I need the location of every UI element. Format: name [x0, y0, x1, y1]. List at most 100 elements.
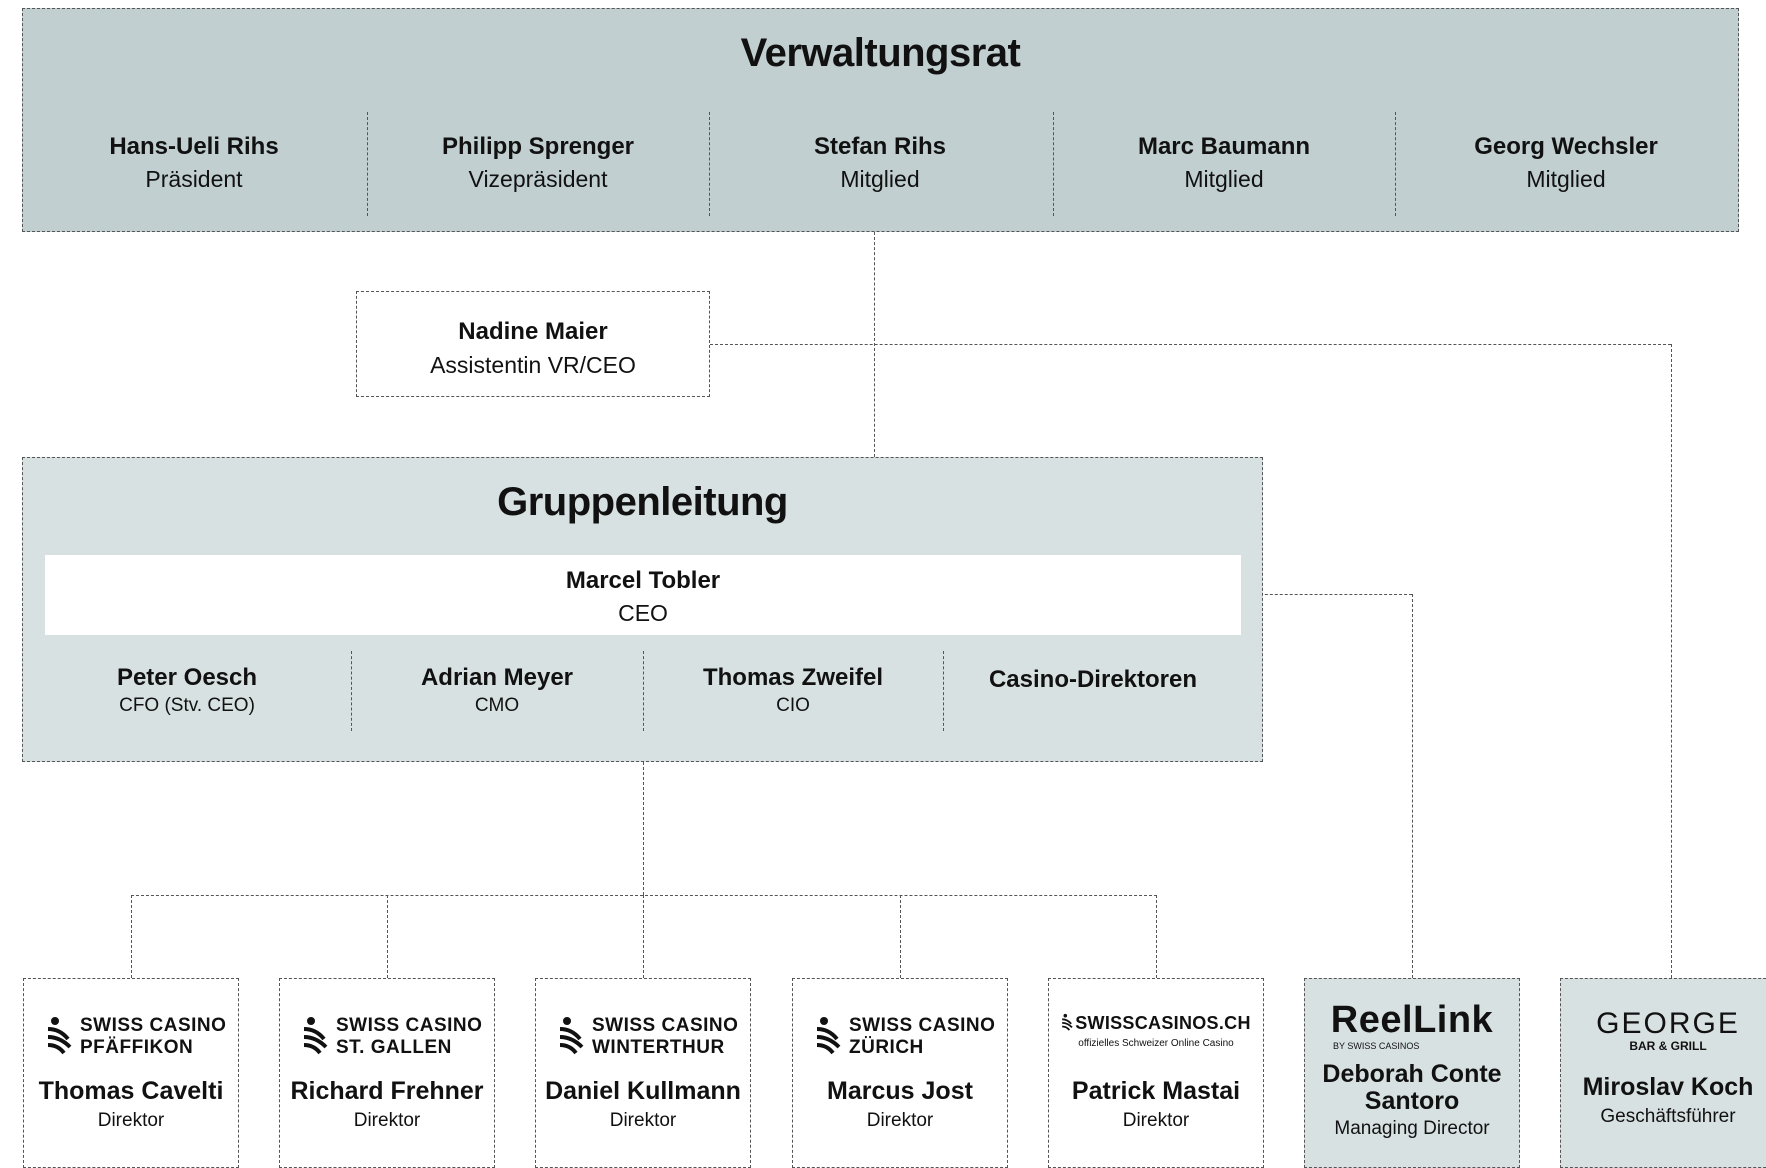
logo-line1: SWISS CASINO [592, 1015, 739, 1036]
swiss-casino-logo: SWISS CASINO ZÜRICH [815, 1015, 995, 1059]
george-logo: GEORGE BAR & GRILL [1561, 1007, 1766, 1054]
member-role: CFO (Stv. CEO) [119, 695, 255, 716]
group-member: Casino-Direktoren [943, 665, 1243, 695]
logo-line1: SWISS CASINO [849, 1015, 996, 1036]
connector-casino-bus [131, 895, 1157, 896]
casino-card-winterthur: SWISS CASINO WINTERTHUR Daniel Kullmann … [535, 978, 751, 1168]
member-name: Hans-Ueli Rihs [109, 133, 279, 160]
connector-casino-3 [643, 895, 644, 978]
logo-line2: PFÄFFIKON [80, 1037, 194, 1058]
connector-assistant [710, 344, 1671, 345]
logo-line1: GEORGE [1596, 1007, 1740, 1040]
swiss-casino-icon [47, 1017, 72, 1055]
divider [1395, 112, 1396, 216]
member-name: Georg Wechsler [1474, 133, 1658, 160]
divider [709, 112, 710, 216]
swiss-casino-logo: SWISS CASINO PFÄFFIKON [46, 1015, 226, 1059]
connector-casino-5 [1156, 895, 1157, 978]
casino-card-zuerich: SWISS CASINO ZÜRICH Marcus Jost Direktor [792, 978, 1008, 1168]
connector-casino-2 [387, 895, 388, 978]
ceo-box: Marcel Tobler CEO [45, 555, 1241, 635]
director-name: Richard Frehner [290, 1077, 484, 1105]
logo-line1: SWISSCASINOS.CH [1075, 1013, 1251, 1033]
logo-line1: SWISS CASINO [336, 1015, 483, 1036]
director-name-line2: Santoro [1364, 1087, 1460, 1115]
logo-line2: ST. GALLEN [336, 1037, 452, 1058]
divider [643, 651, 644, 731]
divider [1053, 112, 1054, 216]
swisscasinos-logo: SWISSCASINOS.CH offizielles Schweizer On… [1049, 1013, 1263, 1049]
logo-line2: WINTERTHUR [592, 1037, 725, 1058]
director-name: Miroslav Koch [1582, 1073, 1754, 1101]
reellink-logo: ReelLink BY SWISS CASINOS [1305, 999, 1519, 1051]
member-name: Marc Baumann [1137, 133, 1311, 160]
swiss-casino-icon [559, 1017, 584, 1055]
ceo-name: Marcel Tobler [565, 567, 721, 594]
logo-line2: BY SWISS CASINOS [1333, 1041, 1420, 1051]
member-role: CMO [474, 695, 520, 716]
logo-line2: BAR & GRILL [1629, 1039, 1707, 1053]
george-card: GEORGE BAR & GRILL Miroslav Koch Geschäf… [1560, 978, 1766, 1168]
divider [351, 651, 352, 731]
director-role: Direktor [609, 1110, 677, 1131]
group-member: Peter Oesch CFO (Stv. CEO) [23, 663, 351, 719]
member-name: Thomas Zweifel [702, 664, 884, 691]
board-member: Philipp Sprenger Vizepräsident [367, 131, 709, 195]
member-name: Casino-Direktoren [988, 666, 1198, 693]
director-role: Direktor [97, 1110, 165, 1131]
reellink-card: ReelLink BY SWISS CASINOS Deborah Conte … [1304, 978, 1520, 1168]
director-role: Direktor [353, 1110, 421, 1131]
member-name: Peter Oesch [116, 664, 258, 691]
casino-card-pfaeffikon: SWISS CASINO PFÄFFIKON Thomas Cavelti Di… [23, 978, 239, 1168]
director-name: Patrick Mastai [1071, 1077, 1241, 1105]
connector-ceo-to-reellink [1240, 594, 1412, 595]
swiss-casino-logo: SWISS CASINO ST. GALLEN [302, 1015, 482, 1059]
board-member: Marc Baumann Mitglied [1053, 131, 1395, 195]
board-member: Georg Wechsler Mitglied [1395, 131, 1737, 195]
director-role: Managing Director [1334, 1118, 1490, 1139]
swiss-casino-icon [1062, 1013, 1073, 1031]
director-role: Geschäftsführer [1600, 1106, 1736, 1127]
assistant-name: Nadine Maier [458, 318, 608, 345]
group-member: Thomas Zweifel CIO [643, 663, 943, 719]
board-member: Stefan Rihs Mitglied [709, 131, 1051, 195]
casino-card-st-gallen: SWISS CASINO ST. GALLEN Richard Frehner … [279, 978, 495, 1168]
director-role: Direktor [1122, 1110, 1190, 1131]
director-role: Direktor [866, 1110, 934, 1131]
group-member: Adrian Meyer CMO [351, 663, 643, 719]
assistant-role: Assistentin VR/CEO [430, 352, 636, 378]
director-name: Marcus Jost [827, 1077, 973, 1105]
group-box: Gruppenleitung Marcel Tobler CEO Peter O… [22, 457, 1263, 762]
member-name: Stefan Rihs [813, 133, 947, 160]
director-name: Thomas Cavelti [38, 1077, 224, 1105]
assistant-box: Nadine Maier Assistentin VR/CEO [356, 291, 710, 397]
member-role: Vizepräsident [468, 166, 608, 192]
connector-to-reellink [1412, 594, 1413, 978]
swiss-casino-icon [816, 1017, 841, 1055]
board-box: Verwaltungsrat Hans-Ueli Rihs Präsident … [22, 8, 1739, 232]
board-title: Verwaltungsrat [740, 31, 1021, 75]
ceo-role: CEO [618, 600, 668, 626]
logo-line1: SWISS CASINO [80, 1015, 227, 1036]
divider [367, 112, 368, 216]
member-role: CIO [776, 695, 810, 716]
swiss-casino-logo: SWISS CASINO WINTERTHUR [558, 1015, 738, 1059]
group-title: Gruppenleitung [497, 480, 788, 524]
member-name: Philipp Sprenger [441, 133, 635, 160]
connector-group-to-casinos [643, 762, 644, 895]
divider [943, 651, 944, 731]
logo-line2: ZÜRICH [849, 1037, 924, 1058]
logo-line1: ReelLink [1330, 999, 1494, 1041]
director-name: Daniel Kullmann [545, 1077, 741, 1105]
member-name: Adrian Meyer [420, 664, 574, 691]
board-member: Hans-Ueli Rihs Präsident [23, 131, 365, 195]
director-name-line1: Deborah Conte [1322, 1060, 1502, 1088]
connector-casino-1 [131, 895, 132, 978]
member-role: Präsident [145, 166, 243, 192]
swiss-casino-icon [303, 1017, 328, 1055]
connector-casino-4 [900, 895, 901, 978]
logo-line2: offizielles Schweizer Online Casino [1078, 1038, 1234, 1049]
online-casino-card: SWISSCASINOS.CH offizielles Schweizer On… [1048, 978, 1264, 1168]
member-role: Mitglied [840, 166, 920, 192]
member-role: Mitglied [1184, 166, 1264, 192]
